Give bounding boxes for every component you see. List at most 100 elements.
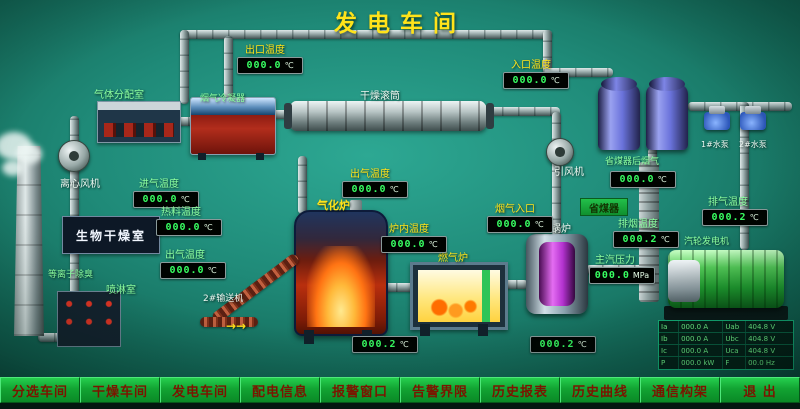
table-cell: 404.8 V — [748, 322, 776, 331]
disp-exhaust-temp: 000.2 ℃ — [702, 209, 768, 226]
display-value: 000.0 — [594, 270, 630, 281]
drum-cap — [284, 103, 292, 129]
equipment-leg — [304, 330, 314, 344]
display-unit: ℃ — [428, 240, 438, 249]
table-cell: Ubc — [723, 333, 747, 344]
disp-fluegas-inlet-temp: 000.0 ℃ — [487, 216, 553, 233]
display-value: 000.2 — [711, 212, 747, 223]
table-cell: 00.0 Hz — [748, 359, 775, 367]
table-cell: 000.0 A — [679, 321, 724, 332]
manifold-detail — [104, 123, 174, 137]
economizer-badge: 省煤器 — [580, 198, 628, 216]
nav-history-curve[interactable]: 历史曲线 — [560, 377, 640, 403]
nav-history-report[interactable]: 历史报表 — [480, 377, 560, 403]
boiler-core — [539, 242, 575, 306]
nav-alarm-window[interactable]: 报警窗口 — [320, 377, 400, 403]
display-unit: ℃ — [550, 76, 560, 85]
display-value: 000.0 — [246, 60, 282, 71]
display-value: 000.0 — [619, 174, 655, 185]
display-value: 000.0 — [512, 75, 548, 86]
table-cell: 000.0 A — [679, 345, 724, 356]
display-value: 000.2 — [361, 339, 397, 350]
display-value: 000.0 — [169, 265, 205, 276]
nav-exit[interactable]: 退 出 — [720, 377, 800, 403]
table-cell: Ib — [659, 333, 680, 344]
drying-drum — [288, 101, 488, 131]
equipment-leg — [256, 153, 264, 160]
label-drying-drum: 干燥滚筒 — [360, 91, 400, 102]
label-gasifier: 气化炉 — [317, 199, 350, 212]
disp-furnace-temp: 000.0 ℃ — [381, 236, 447, 253]
display-label: 进气温度 — [139, 179, 179, 190]
table-cell: F — [723, 357, 747, 369]
disp-economizer-outlet-temp: 000.0 ℃ — [610, 171, 676, 188]
induced-fan-icon — [546, 138, 574, 166]
nav-communication[interactable]: 通信构架 — [640, 377, 720, 403]
display-unit: ℃ — [284, 61, 294, 70]
disp-hot-material-temp: 000.0 ℃ — [156, 219, 222, 236]
nav-power-workshop[interactable]: 发电车间 — [160, 377, 240, 403]
display-value: 000.0 — [142, 194, 178, 205]
pipe-segment — [180, 30, 189, 104]
display-value: 000.0 — [390, 239, 426, 250]
display-value: 000.0 — [351, 184, 387, 195]
label-centrifugal-fan: 离心风机 — [60, 179, 100, 190]
disp-inlet-temp: 000.0 ℃ — [503, 72, 569, 89]
display-label: 炉内温度 — [389, 224, 429, 235]
bottom-nav: 分选车间 干燥车间 发电车间 配电信息 报警窗口 告警界限 历史报表 历史曲线 … — [0, 377, 800, 403]
smoke-puff — [2, 160, 24, 176]
steam-boiler — [526, 234, 588, 314]
disp-gasifier-bottom: 000.2 ℃ — [352, 336, 418, 353]
disp-outgas-temp-left: 000.0 ℃ — [160, 262, 226, 279]
disp-outgas-temp-mid: 000.0 ℃ — [342, 181, 408, 198]
pipe-segment — [224, 36, 233, 102]
label-conveyor: 2#输送机 — [203, 294, 244, 304]
water-pump-icon — [740, 106, 766, 130]
disp-exhaust-smoke-temp: 000.2 ℃ — [613, 231, 679, 248]
display-unit: ℃ — [203, 223, 213, 232]
screen-bottom-edge — [0, 403, 800, 409]
water-pump-icon — [704, 106, 730, 130]
display-label: 省煤器后烟气 — [605, 157, 660, 167]
display-unit: ℃ — [577, 340, 587, 349]
table-row: Ic 000.0 A Uca 404.8 V — [659, 345, 793, 357]
generator-base — [664, 306, 788, 320]
disp-outlet-temp: 000.0 ℃ — [237, 57, 303, 74]
table-row: Ia 000.0 A Uab 404.8 V — [659, 321, 793, 333]
display-unit: ℃ — [389, 185, 399, 194]
table-row: Ib 000.0 A Ubc 404.8 V — [659, 333, 793, 345]
centrifugal-fan-icon — [58, 140, 90, 172]
table-cell: 404.8 V — [748, 346, 776, 355]
page-title: 发电车间 — [334, 11, 466, 37]
bio-drying-room-label: 生物干燥室 — [75, 228, 146, 243]
table-cell: Uca — [723, 345, 747, 356]
display-unit: ℃ — [657, 175, 667, 184]
equipment-leg — [198, 153, 206, 160]
nav-alarm-limits[interactable]: 告警界限 — [400, 377, 480, 403]
equipment-leg — [478, 324, 488, 336]
display-label: 烟气入口 — [495, 204, 535, 215]
label-induced-fan: 引风机 — [554, 167, 584, 178]
gas-distribution-room — [97, 101, 181, 143]
gas-furnace — [410, 262, 508, 330]
label-plasma-unit: 等离子除臭 — [48, 270, 94, 280]
nav-sorting-workshop[interactable]: 分选车间 — [0, 377, 80, 403]
conveyor-arrow-icon: →→ — [226, 319, 247, 333]
label-spray-room: 喷淋室 — [106, 285, 136, 296]
display-unit: ℃ — [207, 266, 217, 275]
flue-gas-condenser — [190, 97, 276, 155]
display-label: 入口温度 — [511, 60, 551, 71]
table-cell: 000.0 A — [679, 333, 724, 344]
display-value: 000.2 — [622, 234, 658, 245]
table-cell: 000.0 kW — [679, 357, 724, 369]
furnace-flame-window — [418, 270, 500, 322]
disp-boiler-bottom: 000.2 ℃ — [530, 336, 596, 353]
table-cell: Ic — [659, 345, 680, 356]
pipe-segment — [486, 107, 560, 116]
nav-power-distribution-info[interactable]: 配电信息 — [240, 377, 320, 403]
table-cell: Uab — [723, 321, 747, 332]
nav-drying-workshop[interactable]: 干燥车间 — [80, 377, 160, 403]
pipe-segment — [298, 156, 307, 214]
display-unit: ℃ — [660, 235, 670, 244]
